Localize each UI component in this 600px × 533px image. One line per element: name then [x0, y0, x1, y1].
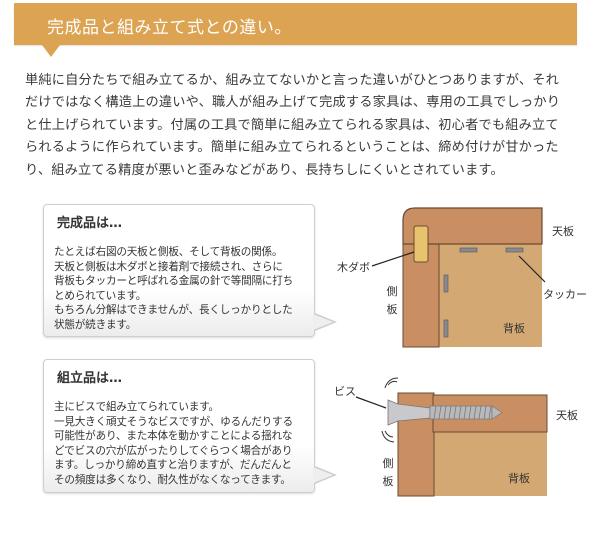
intro-line: だけではなく構造上の違いや、職人が組み上げて完成する家具は、専用の工具でしっかり	[25, 95, 561, 111]
callout-pointer-fill	[313, 467, 333, 483]
tacker-staple-icon	[505, 247, 524, 253]
body-line: たとえば右図の天板と側板、そして背板の関係。	[54, 246, 283, 258]
label-side-board-char: 板	[386, 303, 398, 316]
body-line: 一見大きく頑丈そうなビスですが、ゆるんだりする	[54, 415, 293, 428]
body-line: ます。しっかり締め直すと治りますが、だんだんと	[54, 459, 292, 472]
body-line: 天板と側板は木ダボと接着剤で接続され、さらに	[54, 260, 283, 273]
body-line: その頻度は多くなり、耐久性がなくなってきます。	[54, 473, 291, 486]
body-line: 可能性があり、また本体を動かすことによる揺れな	[54, 430, 293, 443]
banner-pointer	[42, 45, 60, 57]
dowel-icon	[413, 225, 429, 263]
intro-line: られるように作られています。簡単に組み立てられるということは、締め付けが甘かった	[25, 140, 559, 156]
section-title: 完成品と組み立て式との違い。	[47, 18, 292, 38]
finished-product-title: 完成品は…	[57, 216, 123, 231]
label-dowel: 木ダボ	[337, 261, 370, 274]
intro-line: と仕上げられています。付属の工具で簡単に組み立てられる家具は、初心者でも組み立て	[25, 117, 559, 133]
label-screw: ビス	[334, 385, 356, 398]
intro-line: 単純に自分たちで組み立てるか、組み立てないかと言った違いがひとつありますが、それ	[25, 73, 560, 88]
finished-product-body: たとえば右図の天板と側板、そして背板の関係。 天板と側板は木ダボと接着剤で接続さ…	[54, 245, 304, 333]
label-side-board-char: 側	[386, 285, 398, 298]
body-line: とめられています。	[54, 289, 147, 302]
body-line: どでビスの穴が広がったりしてぐらつく場合があり	[54, 444, 293, 457]
screw-icon	[387, 399, 503, 426]
body-line: 主にビスで組み立てられています。	[54, 401, 219, 413]
wobble-icon	[381, 377, 399, 443]
section-header-banner: 完成品と組み立て式との違い。	[14, 3, 577, 45]
finished-product-callout: 完成品は… たとえば右図の天板と側板、そして背板の関係。 天板と側板は木ダボと接…	[43, 204, 315, 337]
assembled-product-title: 組立品は…	[57, 371, 123, 386]
tacker-staple-icon	[443, 274, 449, 293]
label-top-board: 天板	[556, 409, 578, 422]
label-side-board: 側 板	[382, 455, 394, 491]
body-line: 状態が続きます。	[54, 318, 137, 331]
tacker-staple-icon	[459, 247, 478, 253]
label-back-board: 背板	[503, 322, 525, 335]
label-side-board: 側 板	[386, 283, 398, 319]
label-side-board-char: 側	[382, 457, 394, 470]
body-line: もちろん分解はできませんが、長くしっかりとした	[54, 304, 293, 317]
label-tacker: タッカー	[543, 288, 587, 301]
callout-pointer-fill	[313, 314, 333, 330]
intro-paragraph: 単純に自分たちで組み立てるか、組み立てないかと言った違いがひとつありますが、それ…	[25, 70, 580, 182]
label-back-board: 背板	[508, 472, 530, 485]
assembled-product-body: 主にビスで組み立てられています。 一見大きく頑丈そうなビスですが、ゆるんだりする…	[54, 400, 304, 488]
label-side-board-char: 板	[382, 475, 394, 488]
intro-line: り、組み立てる精度が悪いと歪みなどがあり、長持ちしにくいとされています。	[25, 162, 504, 178]
tacker-staple-icon	[443, 319, 449, 338]
assembled-product-callout: 組立品は… 主にビスで組み立てられています。 一見大きく頑丈そうなビスですが、ゆ…	[43, 359, 315, 493]
label-top-board: 天板	[552, 225, 574, 238]
body-line: 背板もタッカーと呼ばれる金属の針で等間隔に打ち	[54, 275, 294, 288]
